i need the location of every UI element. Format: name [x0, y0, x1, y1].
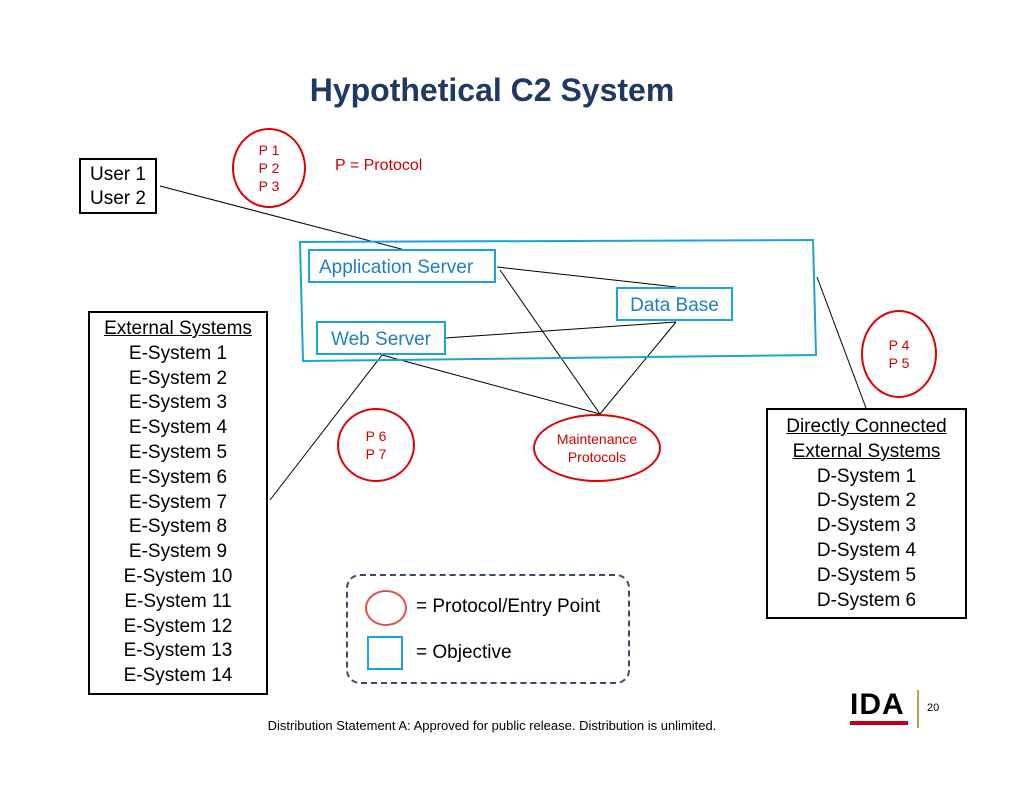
protocol-label: P 6: [365, 428, 387, 444]
page-number: 20: [927, 702, 940, 714]
e-system-item: E-System 5: [128, 441, 228, 463]
e-system-item: E-System 3: [128, 392, 228, 414]
d-system-item: D-System 6: [816, 589, 917, 611]
link-webserver-database: [444, 321, 677, 339]
web-server-box: Web Server: [316, 321, 446, 355]
d-system-item: D-System 1: [816, 465, 917, 487]
maintenance-protocols-entry-point: Maintenance Protocols: [533, 414, 661, 482]
ida-logo: IDA: [850, 690, 908, 725]
legend-objective-square-icon: [367, 636, 403, 670]
protocol-entry-point-p1-p3: P 1 P 2 P 3: [232, 128, 306, 208]
e-system-item: E-System 12: [123, 615, 233, 637]
link-boundary-dsystems: [816, 276, 867, 409]
protocol-entry-point-p4-p5: P 4 P 5: [861, 310, 937, 398]
protocol-label: P 2: [258, 160, 280, 176]
external-systems-box: External Systems E-System 1 E-System 2 E…: [88, 311, 268, 695]
distribution-statement: Distribution Statement A: Approved for p…: [267, 718, 717, 733]
objective-boundary: [298, 238, 818, 363]
link-database-maintenance: [599, 321, 677, 415]
legend-protocol-circle-icon: [365, 590, 407, 626]
e-system-item: E-System 1: [128, 342, 228, 364]
protocol-label: P 1: [258, 142, 280, 158]
link-webserver-maintenance: [381, 354, 601, 415]
link-appserver-database: [496, 266, 677, 288]
e-system-item: E-System 7: [128, 491, 228, 513]
directly-connected-systems-box: Directly Connected External Systems D-Sy…: [766, 408, 967, 619]
protocol-label: P 7: [365, 446, 387, 462]
e-system-item: E-System 10: [123, 565, 233, 587]
user-label: User 1: [90, 164, 146, 185]
e-system-item: E-System 4: [128, 417, 228, 439]
e-system-item: E-System 14: [123, 665, 233, 687]
protocol-label: P 3: [258, 178, 280, 194]
e-system-item: E-System 11: [124, 590, 232, 612]
page-title: Hypothetical C2 System: [309, 72, 675, 108]
user-label: User 2: [90, 188, 146, 209]
maintenance-label: Protocols: [567, 449, 627, 465]
logo-divider: [917, 690, 919, 728]
external-systems-heading: External Systems: [104, 318, 252, 339]
link-appserver-maintenance: [499, 269, 601, 415]
logo-text: IDA: [850, 688, 905, 721]
maintenance-label: Maintenance: [556, 431, 638, 447]
directly-connected-heading: External Systems: [792, 440, 941, 462]
link-webserver-esystems: [269, 354, 383, 501]
legend-box: = Protocol/Entry Point = Objective: [346, 574, 630, 684]
protocol-entry-point-p6-p7: P 6 P 7: [337, 408, 415, 482]
protocol-note: P = Protocol: [335, 157, 423, 174]
d-system-item: D-System 2: [816, 490, 917, 512]
application-server-box: Application Server: [308, 249, 496, 283]
protocol-label: P 4: [888, 337, 910, 353]
e-system-item: E-System 8: [128, 516, 228, 538]
e-system-item: E-System 13: [123, 640, 233, 662]
protocol-label: P 5: [888, 355, 910, 371]
d-system-item: D-System 5: [816, 564, 917, 586]
directly-connected-heading: Directly Connected: [786, 416, 947, 437]
data-base-box: Data Base: [616, 287, 733, 321]
logo-underline: [850, 721, 908, 725]
d-system-item: D-System 3: [816, 515, 917, 537]
legend-protocol-label: = Protocol/Entry Point: [416, 596, 601, 617]
e-system-item: E-System 9: [128, 541, 228, 563]
e-system-item: E-System 2: [128, 367, 228, 389]
d-system-item: D-System 4: [816, 539, 917, 561]
link-user-appserver: [159, 185, 406, 251]
e-system-item: E-System 6: [128, 466, 228, 488]
users-box: User 1 User 2: [79, 158, 157, 214]
legend-objective-label: = Objective: [416, 642, 512, 663]
